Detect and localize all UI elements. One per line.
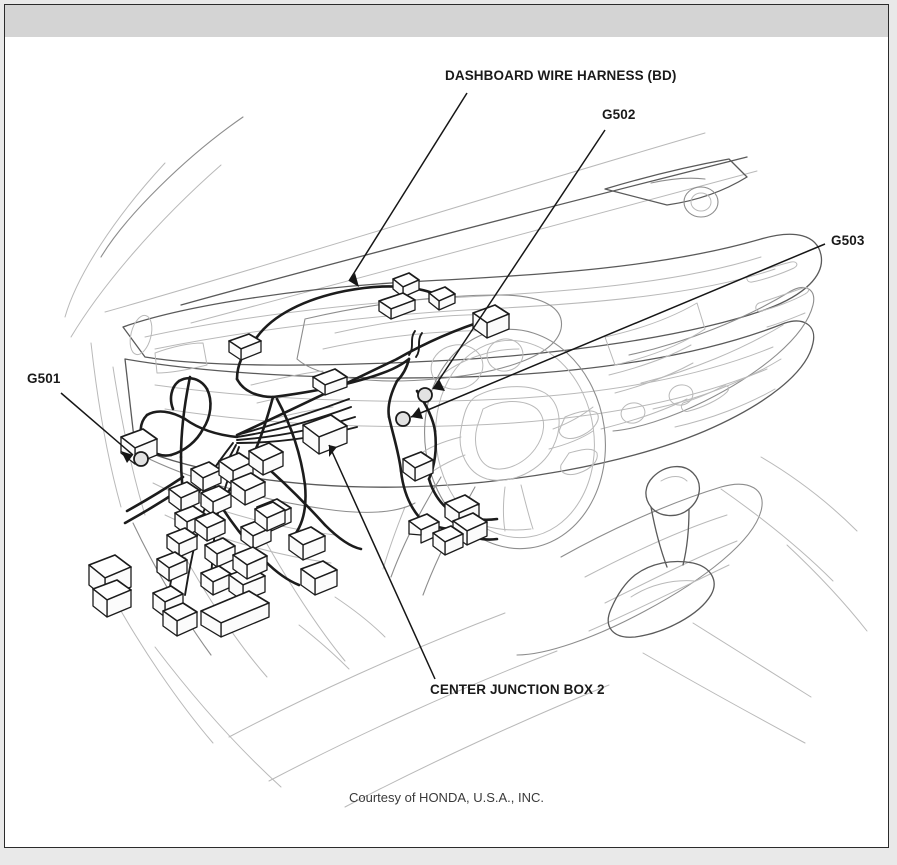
connector-block — [230, 472, 266, 506]
connector-block — [472, 304, 510, 339]
document-page: DASHBOARD WIRE HARNESS (BD) G502 G503 G5… — [4, 4, 889, 848]
label-center-junction-box-2: CENTER JUNCTION BOX 2 — [430, 682, 605, 697]
diagram-labels: DASHBOARD WIRE HARNESS (BD) G502 G503 G5… — [27, 68, 865, 697]
connector-block — [378, 292, 416, 320]
gear-shifter-context — [607, 466, 715, 638]
connector-block — [200, 590, 270, 638]
connector-block — [288, 526, 326, 561]
steering-wheel-context — [418, 328, 606, 550]
courtesy-footer: Courtesy of HONDA, U.S.A., INC. — [348, 790, 545, 805]
dashboard-harness-illustration: DASHBOARD WIRE HARNESS (BD) G502 G503 G5… — [27, 68, 868, 808]
connector-block — [408, 513, 440, 544]
connector-block — [300, 560, 338, 596]
ground-points — [133, 387, 433, 467]
viewer-top-bar — [5, 5, 888, 37]
connector-block — [204, 537, 236, 568]
label-g501: G501 — [27, 371, 61, 386]
connector-block — [200, 565, 232, 596]
connector-block — [200, 485, 232, 516]
ground-point-g501 — [133, 451, 149, 467]
label-g503: G503 — [831, 233, 865, 248]
connector-block — [228, 333, 262, 361]
connector-block — [166, 527, 198, 558]
ground-point-g503 — [395, 411, 411, 427]
connector-block — [194, 511, 226, 542]
ground-point-g502 — [417, 387, 433, 403]
connector-block — [156, 551, 188, 582]
diagram-canvas: DASHBOARD WIRE HARNESS (BD) G502 G503 G5… — [5, 37, 888, 847]
connector-block — [428, 286, 456, 311]
connector-block — [432, 525, 464, 556]
center-junction-box-2-connector — [302, 414, 348, 455]
connector-block — [190, 461, 222, 492]
connector-block — [232, 546, 268, 580]
harness-connectors — [88, 272, 510, 638]
connector-block — [92, 579, 132, 618]
connector-block — [402, 451, 434, 482]
connector-block — [248, 442, 284, 476]
connector-block — [168, 481, 200, 512]
leader-lines — [60, 92, 826, 680]
car-interior-context — [64, 116, 868, 808]
label-g502: G502 — [602, 107, 635, 122]
connector-block — [312, 368, 348, 396]
label-dashboard-wire-harness: DASHBOARD WIRE HARNESS (BD) — [445, 68, 676, 83]
connector-block — [254, 501, 286, 532]
connector-block — [392, 272, 420, 298]
connector-block — [162, 602, 198, 637]
